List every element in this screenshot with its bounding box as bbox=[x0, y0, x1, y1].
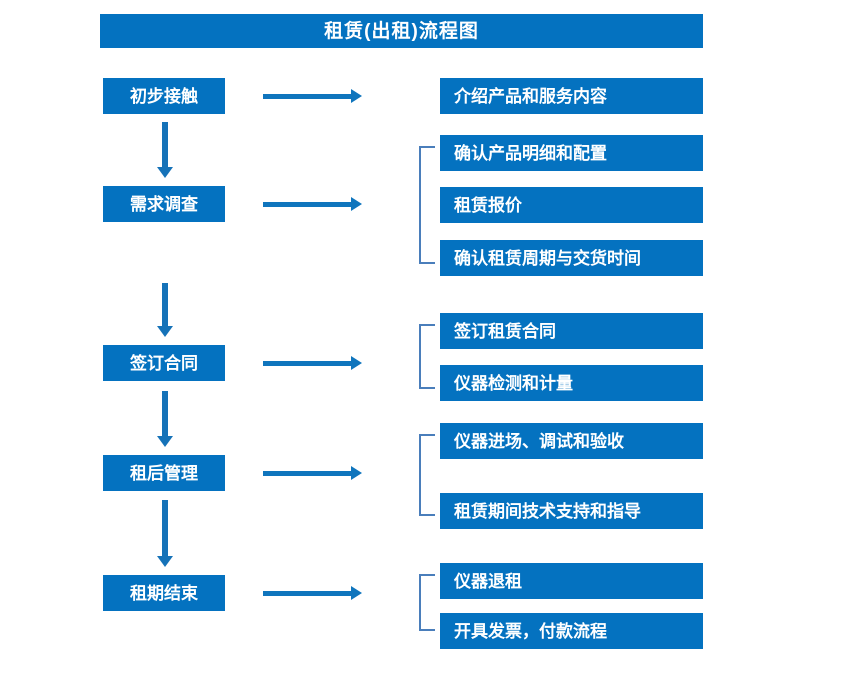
stage-box-demand-survey[interactable]: 需求调查 bbox=[103, 186, 225, 222]
detail-box-lease-quotation[interactable]: 租赁报价 bbox=[440, 187, 703, 223]
detail-box-technical-support[interactable]: 租赁期间技术支持和指导 bbox=[440, 493, 703, 529]
right-arrow-icon bbox=[263, 197, 362, 211]
detail-box-instrument-inspection[interactable]: 仪器检测和计量 bbox=[440, 365, 703, 401]
detail-label: 开具发票，付款流程 bbox=[454, 621, 607, 641]
stage-label: 签订合同 bbox=[130, 353, 198, 373]
detail-box-instrument-return[interactable]: 仪器退租 bbox=[440, 563, 703, 599]
detail-label: 签订租赁合同 bbox=[454, 321, 556, 341]
detail-label: 仪器退租 bbox=[454, 571, 522, 591]
detail-label: 仪器检测和计量 bbox=[454, 373, 573, 393]
chart-title: 租赁(出租)流程图 bbox=[324, 20, 479, 42]
stage-label: 需求调查 bbox=[130, 194, 198, 214]
detail-box-instrument-entry-commissioning[interactable]: 仪器进场、调试和验收 bbox=[440, 423, 703, 459]
stage-box-initial-contact[interactable]: 初步接触 bbox=[103, 78, 225, 114]
detail-box-sign-lease-agreement[interactable]: 签订租赁合同 bbox=[440, 313, 703, 349]
detail-label: 租赁报价 bbox=[454, 195, 522, 215]
right-arrow-icon bbox=[263, 89, 362, 103]
down-arrow-icon bbox=[157, 391, 173, 447]
detail-box-confirm-lease-period[interactable]: 确认租赁周期与交货时间 bbox=[440, 240, 703, 276]
detail-label: 仪器进场、调试和验收 bbox=[454, 431, 624, 451]
detail-label: 确认租赁周期与交货时间 bbox=[454, 248, 641, 268]
detail-box-introduce-products[interactable]: 介绍产品和服务内容 bbox=[440, 78, 703, 114]
right-arrow-icon bbox=[263, 466, 362, 480]
down-arrow-icon bbox=[157, 283, 173, 337]
detail-box-invoice-payment[interactable]: 开具发票，付款流程 bbox=[440, 613, 703, 649]
stage-box-lease-end[interactable]: 租期结束 bbox=[103, 575, 225, 611]
group-bracket-post-lease bbox=[419, 434, 435, 516]
group-bracket-demand-survey bbox=[419, 146, 435, 264]
detail-label: 确认产品明细和配置 bbox=[454, 143, 607, 163]
stage-box-post-lease-management[interactable]: 租后管理 bbox=[103, 455, 225, 491]
detail-label: 介绍产品和服务内容 bbox=[454, 86, 607, 106]
right-arrow-icon bbox=[263, 586, 362, 600]
chart-title-bar: 租赁(出租)流程图 bbox=[100, 14, 703, 48]
down-arrow-icon bbox=[157, 500, 173, 567]
stage-label: 初步接触 bbox=[130, 86, 198, 106]
detail-box-confirm-product-spec[interactable]: 确认产品明细和配置 bbox=[440, 135, 703, 171]
stage-box-sign-contract[interactable]: 签订合同 bbox=[103, 345, 225, 381]
right-arrow-icon bbox=[263, 356, 362, 370]
stage-label: 租后管理 bbox=[130, 463, 198, 483]
group-bracket-lease-end bbox=[419, 574, 435, 631]
detail-label: 租赁期间技术支持和指导 bbox=[454, 501, 641, 521]
group-bracket-sign-contract bbox=[419, 324, 435, 389]
down-arrow-icon bbox=[157, 122, 173, 178]
stage-label: 租期结束 bbox=[130, 583, 198, 603]
